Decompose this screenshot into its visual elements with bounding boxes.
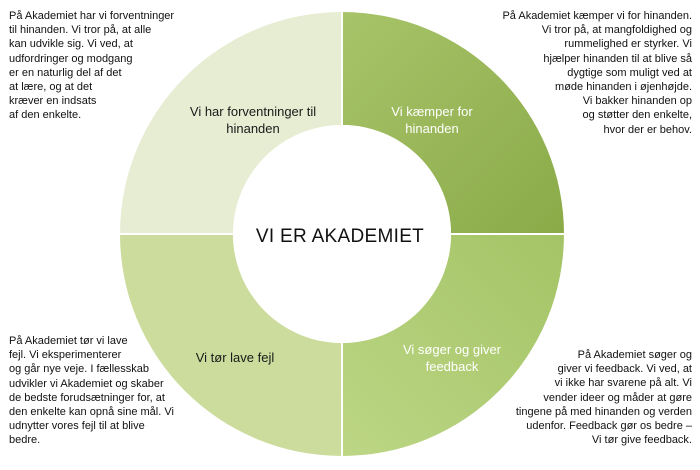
center-title: VI ER AKADEMIET [255, 226, 425, 247]
note-bottom-right: På Akademiet søger og giver vi feedback.… [515, 349, 692, 447]
segment-top-left [120, 12, 342, 234]
note-bottom-left: På Akademiet tør vi lave fejl. Vi eksper… [9, 335, 174, 447]
segment-top-right [342, 12, 564, 234]
segment-label-top-left: Vi har forventninger til hinanden [189, 104, 317, 136]
segment-label-bottom-right: Vi søger og giver feedback [402, 342, 502, 374]
segment-label-top-right: Vi kæmper for hinanden [391, 104, 473, 136]
segment-label-bottom-left: Vi tør lave fejl [195, 350, 275, 365]
segment-bottom-right [342, 234, 564, 456]
note-top-left: På Akademiet har vi forventninger til hi… [9, 10, 175, 122]
center-hole [233, 125, 451, 343]
note-top-right: På Akademiet kæmper vi for hinanden. Vi … [502, 10, 692, 136]
segment-bottom-left [120, 234, 342, 456]
